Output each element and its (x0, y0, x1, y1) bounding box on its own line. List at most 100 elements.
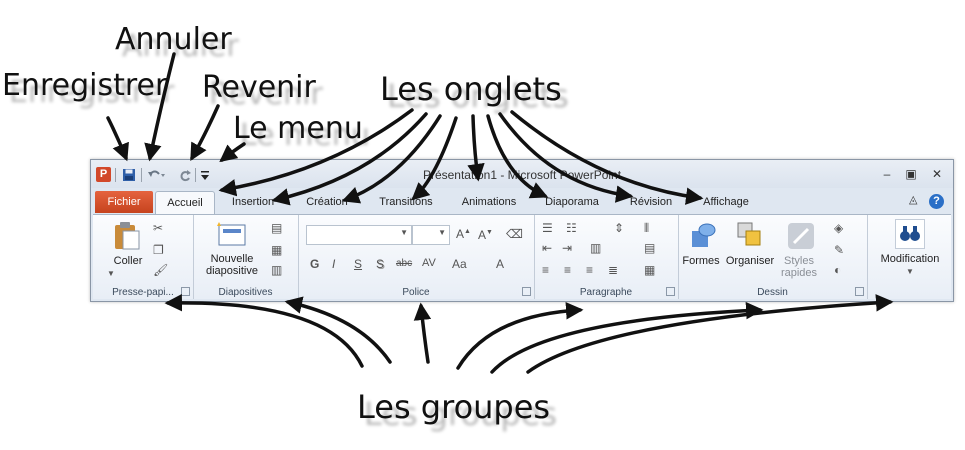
clipboard-icon (115, 222, 140, 250)
organiser-label: Organiser (725, 255, 775, 267)
redo-button[interactable] (177, 166, 193, 184)
binoculars-icon (900, 226, 920, 241)
group-label: Dessin (757, 287, 788, 298)
columns-icon[interactable]: ▥ (590, 241, 602, 255)
collapse-ribbon-icon[interactable]: ◬ (909, 194, 918, 206)
undo-arrow-icon (148, 170, 165, 177)
qat-separator (141, 168, 142, 182)
numbering-icon[interactable]: ☷ (566, 221, 577, 235)
window-title: Présentation1 - Microsoft PowerPoint (422, 168, 622, 182)
font-size-combo[interactable]: ▼ (412, 225, 450, 245)
tab-animations[interactable]: Animations (461, 196, 517, 208)
formes-label: Formes (682, 255, 720, 267)
minimize-icon[interactable]: – (883, 167, 891, 181)
tab-affichage[interactable]: Affichage (703, 196, 749, 208)
annotation-les-onglets: Les onglets (380, 70, 562, 108)
customize-menu-button[interactable] (198, 166, 212, 184)
annotation-les-groupes: Les groupes (357, 388, 551, 426)
increase-indent-icon[interactable]: ⇥ (562, 241, 573, 255)
group-dessin: Formes Organiser Styles rapides ◈ ✎ ◐ De… (678, 215, 868, 299)
align-text-icon[interactable]: ▤ (644, 241, 656, 255)
tab-accueil[interactable]: Accueil (155, 191, 215, 215)
restore-icon[interactable]: ▣ (905, 167, 917, 181)
tab-revision[interactable]: Révision (629, 196, 673, 208)
annotation-revenir: Revenir (202, 70, 316, 105)
font-color-button[interactable]: A (496, 257, 505, 271)
annotation-annuler: Annuler (115, 22, 232, 57)
ribbon-tabs: Fichier Accueil Insertion Création Trans… (91, 188, 953, 215)
chevron-down-icon: ▼ (906, 267, 914, 276)
format-painter-icon[interactable]: 🖌 (153, 263, 169, 277)
undo-button[interactable] (145, 166, 167, 184)
group-label: Presse-papi... (112, 287, 174, 298)
group-paragraphe: ☰ ☷ ⇕ ⫴ ⇤ ⇥ ▥ ▤ ≡ ≡ ≡ ≣ ▦ Paragraphe (534, 215, 679, 299)
help-icon[interactable]: ? (929, 194, 944, 209)
tab-insertion[interactable]: Insertion (231, 196, 275, 208)
shadow-button[interactable]: S (376, 257, 385, 271)
dialog-launcher-icon[interactable] (855, 287, 864, 296)
justify-icon[interactable]: ≣ (608, 263, 619, 277)
arrange-button[interactable] (736, 221, 764, 256)
group-label: Police (402, 287, 430, 298)
italic-button[interactable]: I (332, 257, 336, 271)
grow-font-icon[interactable]: A▲ (456, 227, 471, 241)
tab-fichier[interactable]: Fichier (95, 191, 153, 213)
quick-styles-icon (788, 223, 814, 249)
line-spacing-icon[interactable]: ⇕ (614, 221, 625, 235)
align-right-icon[interactable]: ≡ (586, 263, 594, 277)
chevron-down-icon: ▼ (438, 228, 446, 237)
chevron-down-icon: ▼ (400, 228, 408, 237)
tab-transitions[interactable]: Transitions (379, 196, 433, 208)
close-icon[interactable]: ✕ (931, 167, 943, 181)
shapes-icon (692, 223, 716, 247)
decrease-indent-icon[interactable]: ⇤ (542, 241, 553, 255)
scissors-icon[interactable]: ✂ (153, 221, 164, 235)
save-button[interactable] (121, 166, 137, 184)
tab-creation[interactable]: Création (306, 196, 348, 208)
dialog-launcher-icon[interactable] (666, 287, 675, 296)
text-direction-icon[interactable]: ⫴ (644, 221, 650, 235)
font-name-combo[interactable]: ▼ (306, 225, 412, 245)
copy-icon[interactable]: ❐ (153, 243, 164, 257)
styles-label: Styles (784, 255, 814, 267)
powerpoint-icon[interactable]: P (96, 167, 111, 182)
tab-diaporama[interactable]: Diaporama (545, 196, 599, 208)
fill-icon[interactable]: ◈ (834, 221, 844, 235)
find-button[interactable] (895, 219, 925, 249)
arrange-icon (737, 222, 761, 246)
dropdown-arrow-icon (201, 171, 209, 180)
annotation-le-menu: Le menu (233, 111, 363, 146)
strikethrough-button[interactable]: abc (396, 258, 413, 269)
bullets-icon[interactable]: ☰ (542, 221, 553, 235)
dialog-launcher-icon[interactable] (181, 287, 190, 296)
align-left-icon[interactable]: ≡ (542, 263, 550, 277)
group-diapositives: Nouvelle diapositive ▤ ▦ ▥ Diapositives (193, 215, 299, 299)
new-slide-button[interactable] (215, 221, 247, 252)
align-center-icon[interactable]: ≡ (564, 263, 572, 277)
paste-button[interactable] (113, 221, 141, 256)
dialog-launcher-icon[interactable] (522, 287, 531, 296)
reset-slide-icon[interactable]: ▦ (271, 243, 283, 257)
group-police: ▼ ▼ A▲ A▼ ⌫ G I S S abc AV Aa A Police (298, 215, 535, 299)
effects-icon[interactable]: ◐ (834, 263, 842, 277)
section-icon[interactable]: ▥ (271, 263, 283, 277)
clear-format-icon[interactable]: ⌫ (506, 227, 523, 241)
floppy-disk-icon (123, 169, 135, 181)
shapes-button[interactable] (690, 221, 718, 256)
group-label: Diapositives (218, 287, 273, 298)
shrink-font-icon[interactable]: A▼ (478, 228, 493, 242)
underline-button[interactable]: S (354, 257, 363, 271)
ribbon: Coller ▼ ✂ ❐ 🖌 Presse-papi... Nouvelle d… (93, 214, 951, 299)
change-case-button[interactable]: Aa (452, 257, 467, 271)
nouvelle-label: Nouvelle (210, 253, 254, 265)
quick-styles-button[interactable] (786, 221, 816, 256)
bold-button[interactable]: G (310, 257, 320, 271)
layout-icon[interactable]: ▤ (271, 221, 283, 235)
group-label: Paragraphe (579, 287, 633, 298)
smartart-icon[interactable]: ▦ (644, 263, 656, 277)
powerpoint-window: P (90, 159, 954, 302)
spacing-button[interactable]: AV (422, 257, 436, 269)
modification-label[interactable]: Modification (880, 253, 940, 265)
chevron-down-icon: ▼ (107, 269, 115, 278)
outline-icon[interactable]: ✎ (834, 243, 845, 257)
